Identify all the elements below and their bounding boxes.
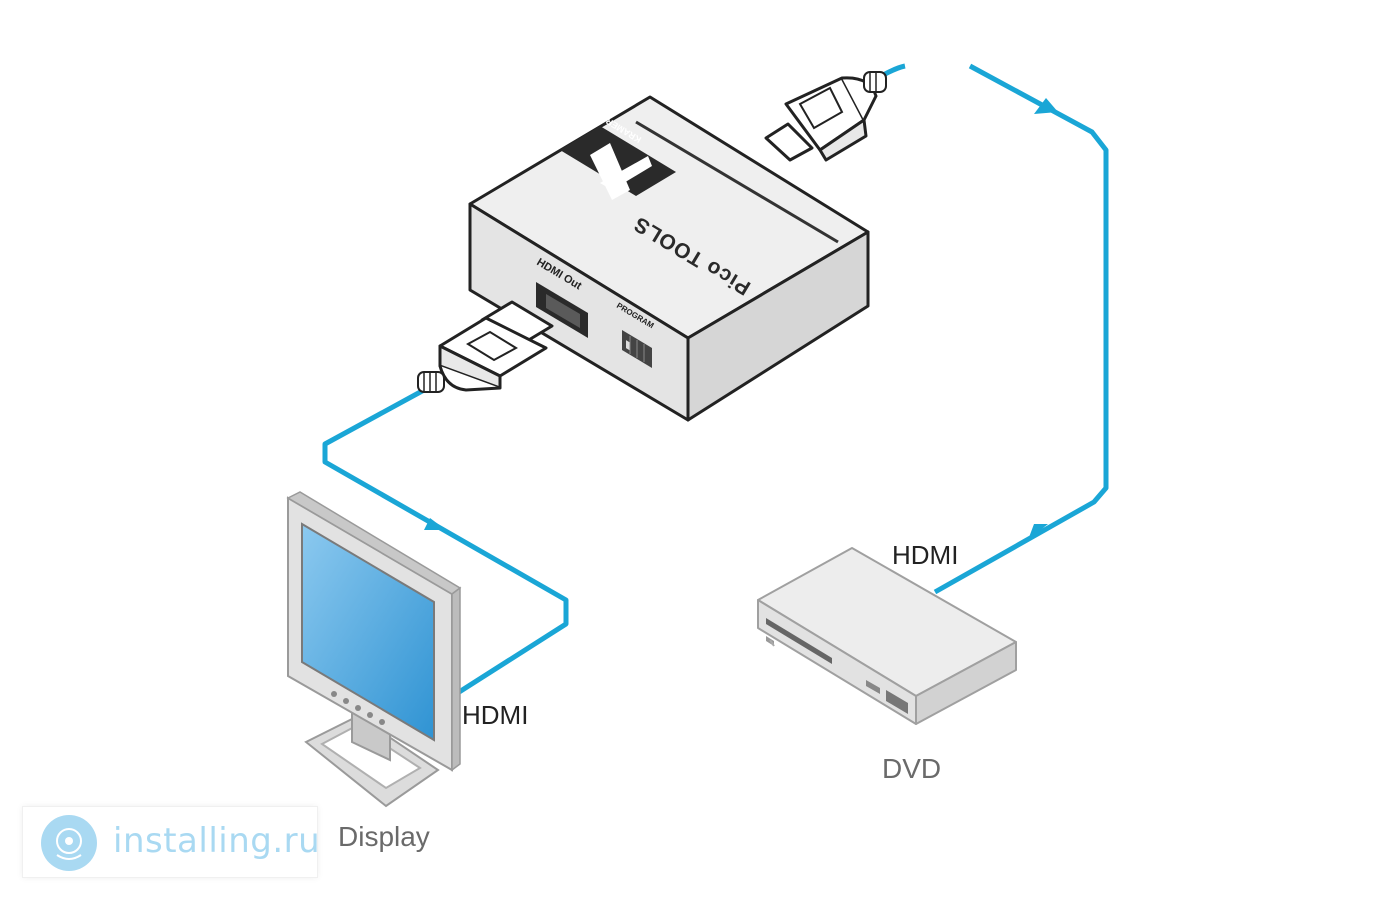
- watermark: installing.ru: [22, 806, 321, 878]
- watermark-logo-icon: [41, 815, 97, 871]
- display-monitor: [286, 491, 462, 808]
- display-cable-arrow: [424, 518, 446, 530]
- dvd-player: [757, 547, 1017, 725]
- dvd-cable-label: HDMI: [892, 540, 958, 570]
- dvd-hdmi-cable: [876, 63, 1109, 595]
- dvd-label: DVD: [882, 753, 941, 784]
- hdmi-plug-device-in: [764, 71, 887, 162]
- display-label: Display: [338, 821, 430, 852]
- kramer-pico-device: KRAMER Pico TOOLS HDMI Out PROGRAM: [468, 95, 870, 422]
- plug-strain-relief: [417, 371, 445, 393]
- display-hdmi-cable: [322, 387, 569, 697]
- dvd-disc-tray: [766, 618, 832, 664]
- monitor-buttons: [331, 691, 385, 725]
- hdmi-out-port: [536, 282, 588, 338]
- display-cable-label: HDMI: [462, 700, 528, 730]
- monitor-screen: [301, 522, 435, 742]
- watermark-text[interactable]: installing.ru: [113, 821, 321, 861]
- dvd-cable-arrow-upper: [1034, 98, 1058, 114]
- program-dip-switch: [622, 330, 652, 368]
- hdmi-plug-device-out: [417, 300, 554, 393]
- dvd-cable-arrow-lower: [1028, 524, 1048, 540]
- device-side-face: [686, 230, 870, 422]
